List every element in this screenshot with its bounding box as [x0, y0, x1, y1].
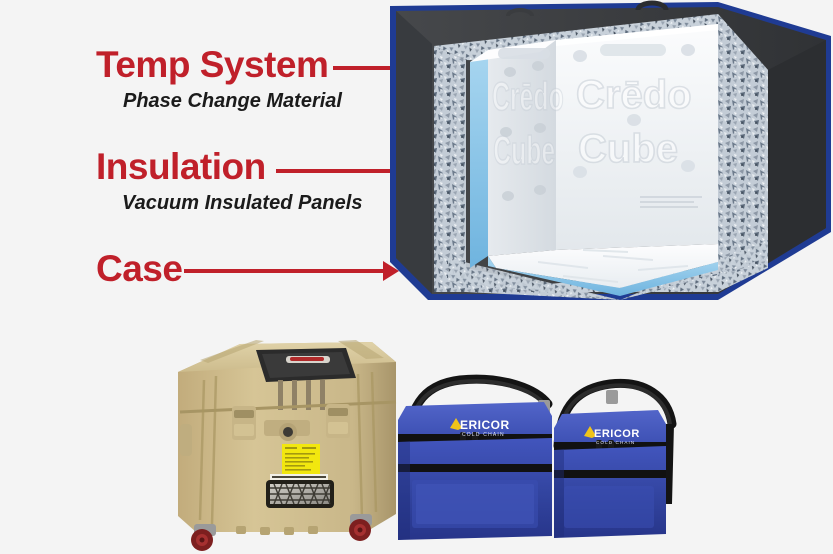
product-photo-group: ERICOR COLD CHAIN — [160, 328, 680, 554]
case-shipping-label — [270, 444, 328, 480]
svg-text:Crēdo: Crēdo — [576, 73, 692, 117]
bag-brand-logo-large: ERICOR COLD CHAIN — [450, 418, 510, 438]
callout-subtitle-temp-system: Phase Change Material — [123, 90, 342, 112]
svg-text:COLD CHAIN: COLD CHAIN — [462, 432, 505, 438]
svg-text:Cube: Cube — [578, 127, 678, 171]
callout-insulation: Insulation Vacuum Insulated Panels — [96, 148, 362, 213]
bag-brand-logo-small: ERICOR COLD CHAIN — [584, 426, 640, 445]
svg-text:Cube: Cube — [493, 129, 555, 173]
case-caster-left — [191, 524, 216, 551]
arrow-case-icon — [184, 260, 400, 282]
callout-subtitle-insulation: Vacuum Insulated Panels — [122, 192, 363, 214]
callout-temp-system: Temp System Phase Change Material — [96, 46, 342, 111]
case-vent-grille — [266, 480, 334, 508]
callout-title-insulation: Insulation — [96, 146, 266, 187]
svg-text:ERICOR: ERICOR — [594, 428, 640, 440]
case-latch-right — [326, 404, 350, 438]
svg-text:Crēdo: Crēdo — [492, 75, 564, 119]
svg-text:COLD CHAIN: COLD CHAIN — [596, 440, 635, 445]
case-caster-right — [349, 514, 372, 541]
arrow-shaft — [276, 169, 413, 173]
vericor-bag-small: ERICOR COLD CHAIN — [553, 378, 677, 538]
callout-case: Case — [96, 248, 183, 289]
arrow-shaft — [184, 269, 385, 273]
credo-cube-cutaway-illustration: Crēdo Cube Crēdo Cube — [388, 0, 833, 312]
case-latch-left — [232, 406, 256, 440]
callout-title-temp-system: Temp System — [96, 44, 329, 85]
callout-title-case: Case — [96, 248, 183, 289]
hard-case-graphic — [178, 340, 397, 551]
vericor-bag-large: ERICOR COLD CHAIN — [398, 374, 553, 540]
svg-text:ERICOR: ERICOR — [460, 418, 510, 432]
